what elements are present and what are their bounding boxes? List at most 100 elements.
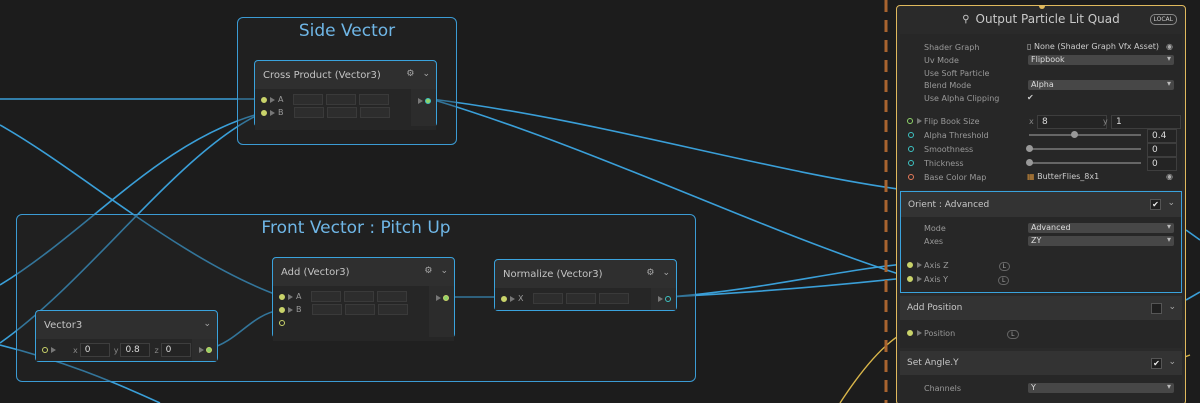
alpha-threshold-slider-knob[interactable] [1070,131,1078,138]
node-header[interactable]: Vector3 ⌄ [36,311,217,339]
add-position-enable-checkbox[interactable] [1151,303,1162,314]
z-field[interactable]: 0 [160,343,191,357]
port-x-connector-icon[interactable] [501,295,507,302]
context-header[interactable]: ⚲ Output Particle Lit Quad LOCAL [897,6,1185,32]
wire-cross-out-up [430,98,906,191]
smoothness-slider[interactable] [1029,148,1141,150]
base-color-connector-icon[interactable] [908,174,914,180]
orient-enable-checkbox[interactable]: ✔ [1150,199,1161,210]
row-blend-mode: Blend Mode Alpha [897,79,1185,92]
thickness-slider-knob[interactable] [1026,159,1033,166]
blend-mode-dropdown[interactable]: Alpha [1028,79,1174,90]
triangle-icon [917,330,922,336]
node-title: Cross Product (Vector3) [263,69,381,81]
node-vector3[interactable]: Vector3 ⌄ x 0 y 0.8 z 0 [35,310,218,362]
row-uv-mode: Uv Mode Flipbook [897,54,1185,67]
alpha-threshold-field[interactable]: 0.4 [1147,129,1177,143]
x-field[interactable]: 0 [79,343,110,357]
thickness-field[interactable]: 0 [1147,157,1177,171]
port-empty-connector-icon[interactable] [279,319,285,326]
output-connector-icon[interactable] [425,98,431,104]
port-a[interactable]: A [255,93,436,106]
block-orient-header[interactable]: Orient : Advanced ✔ ⌄ [900,191,1182,217]
chevron-down-icon[interactable]: ⌄ [440,266,448,276]
chevron-down-icon[interactable]: ⌄ [1168,302,1176,312]
output-connector-icon[interactable] [443,295,449,301]
output-connector-icon[interactable] [665,296,671,302]
flipbook-x-field[interactable]: 8 [1037,115,1107,129]
smoothness-connector-icon[interactable] [908,146,914,152]
channels-dropdown[interactable]: Y [1028,382,1174,393]
orient-axes-dropdown[interactable]: ZY [1028,235,1174,246]
chevron-down-icon[interactable]: ⌄ [1168,357,1176,367]
port-a-connector-icon[interactable] [279,293,285,300]
axis-y-connector-icon[interactable] [907,276,913,282]
node-add[interactable]: Add (Vector3) ⚙⌄ A B [272,257,455,341]
chevron-down-icon[interactable]: ⌄ [662,268,670,278]
smoothness-field[interactable]: 0 [1147,143,1177,157]
file-icon: ▯ [1027,42,1034,51]
alpha-threshold-connector-icon[interactable] [908,132,914,138]
port-b[interactable]: B [255,106,436,119]
node-normalize[interactable]: Normalize (Vector3) ⚙⌄ X [494,259,677,311]
alpha-threshold-slider[interactable] [1029,134,1141,136]
block-set-angle-header[interactable]: Set Angle.Y ✔ ⌄ [900,351,1182,375]
port-x[interactable]: X [495,292,676,305]
row-orient-mode: Mode Advanced [897,222,1185,235]
port-b-connector-icon[interactable] [261,109,267,116]
context-title: Output Particle Lit Quad [975,12,1120,26]
port-a-connector-icon[interactable] [261,96,267,103]
node-title: Vector3 [44,319,83,331]
position-connector-icon[interactable] [907,330,913,336]
block-add-position-header[interactable]: Add Position ⌄ [900,296,1182,320]
flipbook-y-field[interactable]: 1 [1111,115,1181,129]
set-angle-enable-checkbox[interactable]: ✔ [1151,358,1162,369]
triangle-icon [510,295,515,302]
port-add-new[interactable] [273,316,454,329]
object-picker-icon[interactable]: ◉ [1166,172,1173,181]
orient-mode-dropdown[interactable]: Advanced [1028,222,1174,233]
node-cross-product[interactable]: Cross Product (Vector3) ⚙ ⌄ A B [254,60,437,130]
local-badge[interactable]: LOCAL [1149,14,1177,25]
gear-icon[interactable]: ⚙ [406,69,415,79]
texture-icon: ▦ [1027,172,1038,181]
gear-icon[interactable]: ⚙ [424,266,433,276]
block-title: Set Angle.Y [907,358,959,368]
node-header[interactable]: Add (Vector3) ⚙⌄ [273,258,454,286]
port-a[interactable]: A [273,290,454,303]
triangle-icon [270,96,275,103]
shader-graph-field[interactable]: ▯ None (Shader Graph Vfx Asset) [1027,42,1160,51]
smoothness-slider-knob[interactable] [1026,145,1033,152]
port-b-connector-icon[interactable] [279,306,285,313]
base-color-map-field[interactable]: ▦ ButterFlies_8x1 [1027,172,1100,181]
wire-right-offscreen-1 [1185,229,1200,241]
gear-icon[interactable]: ⚙ [646,268,655,278]
thickness-connector-icon[interactable] [908,160,914,166]
space-toggle[interactable]: L [1007,330,1019,339]
axis-z-connector-icon[interactable] [907,262,913,268]
triangle-icon [917,262,922,268]
node-header[interactable]: Cross Product (Vector3) ⚙ ⌄ [255,61,436,89]
space-toggle[interactable]: L [998,262,1010,271]
input-connector-icon[interactable] [42,347,48,353]
object-picker-icon[interactable]: ◉ [1166,42,1173,51]
output-particle-context[interactable]: ⚲ Output Particle Lit Quad LOCAL Shader … [896,5,1186,403]
chevron-down-icon[interactable]: ⌄ [203,319,211,329]
row-alpha-clipping: Use Alpha Clipping ✔ [924,93,1034,103]
flow-connector-icon[interactable] [1039,6,1045,9]
flipbook-connector-icon[interactable] [907,118,913,124]
thickness-slider[interactable] [1029,162,1141,164]
y-field[interactable]: 0.8 [120,343,151,357]
port-b[interactable]: B [273,303,454,316]
chevron-down-icon[interactable]: ⌄ [1167,198,1175,208]
row-thickness: Thickness 0 [897,157,1185,171]
node-header[interactable]: Normalize (Vector3) ⚙⌄ [495,260,676,288]
alpha-clipping-checkbox[interactable]: ✔ [1027,93,1034,102]
space-toggle[interactable]: L [998,276,1010,285]
uv-mode-dropdown[interactable]: Flipbook [1028,54,1174,65]
chevron-down-icon[interactable]: ⌄ [422,69,430,79]
x-label: x [73,345,78,355]
output-connector-icon[interactable] [206,347,212,353]
